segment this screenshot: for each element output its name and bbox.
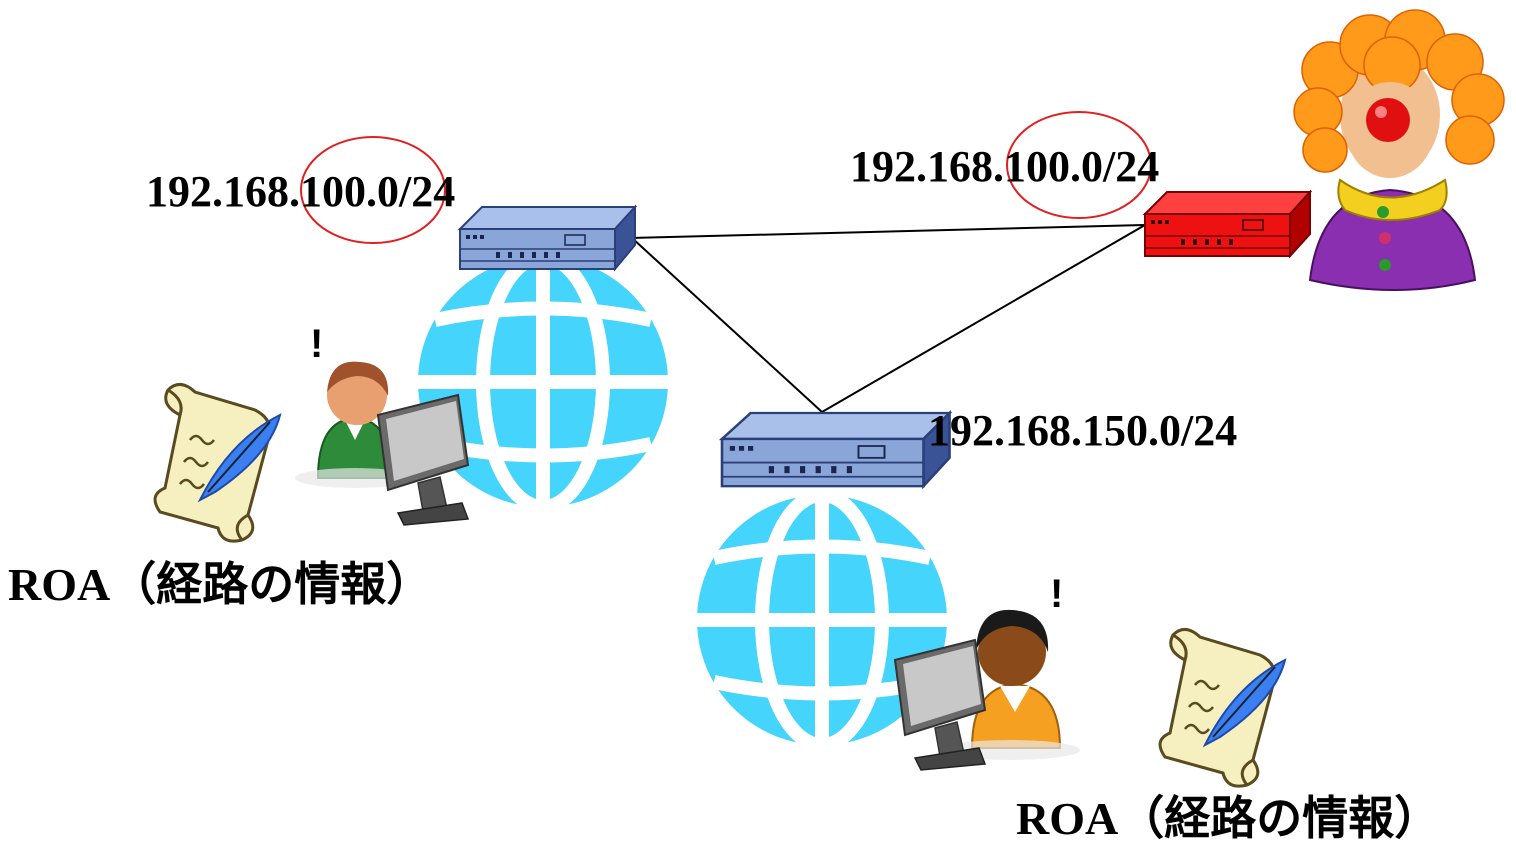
left-roa-label: ROA（経路の情報） <box>8 559 433 610</box>
attacker-prefix-highlight-circle <box>1006 111 1152 219</box>
bottom-user-at-computer-icon <box>894 609 1080 771</box>
bottom-router-prefix-label: 192.168.150.0/24 <box>928 406 1238 455</box>
left-router-icon <box>459 206 636 270</box>
left-user-at-computer-icon <box>295 361 469 526</box>
bottom-roa-label: ROA（経路の情報） <box>1016 793 1441 844</box>
left-roa-scroll-icon <box>153 382 282 543</box>
left-user-alert-mark: ! <box>310 322 324 366</box>
network-links <box>631 224 1146 413</box>
bottom-user-alert-mark: ! <box>1050 572 1064 616</box>
clown-attacker-icon <box>1293 9 1505 291</box>
bottom-roa-scroll-icon <box>1158 627 1287 788</box>
attacker-router-icon <box>1144 191 1311 257</box>
link-left-to-attacker <box>631 224 1146 239</box>
link-left-to-bottom <box>631 237 823 413</box>
left-prefix-highlight-circle <box>300 136 446 244</box>
link-bottom-to-attacker <box>821 224 1146 413</box>
attacker-router-prefix-label: 192.168.100.0/24 <box>850 142 1160 191</box>
bottom-router-icon <box>720 411 951 488</box>
left-router-prefix-label: 192.168.100.0/24 <box>146 167 456 216</box>
